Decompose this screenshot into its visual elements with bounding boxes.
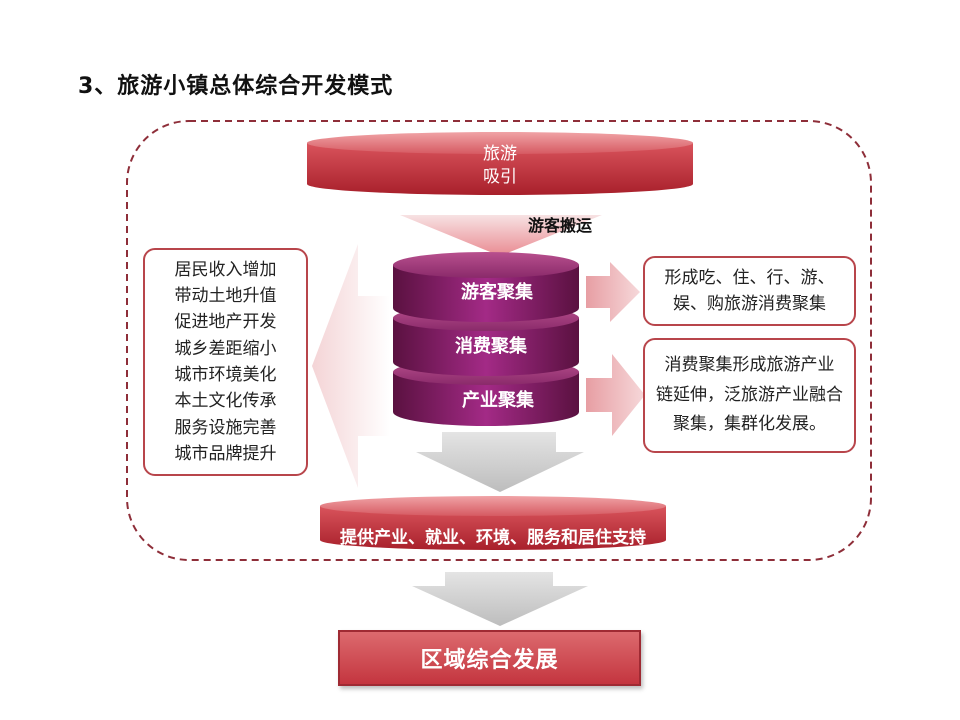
down-arrow-transport [400, 215, 602, 256]
right-arrow-top [586, 262, 640, 322]
benefit-line: 居民收入增加 [174, 259, 277, 280]
benefit-line: 促进地产开发 [174, 312, 277, 333]
left-arrow [312, 244, 390, 488]
benefit-line: 本土文化传承 [174, 391, 277, 412]
left-benefits-box: 居民收入增加 带动土地升值 促进地产开发 城乡差距缩小 城市环境美化 本土文化传… [143, 248, 308, 476]
benefit-line: 城市品牌提升 [174, 444, 277, 465]
attraction-cylinder: 旅游 吸引 [307, 132, 693, 195]
industry-line: 聚集，集群化发展。 [673, 414, 826, 435]
benefit-line: 服务设施完善 [174, 417, 277, 438]
benefit-line: 城市环境美化 [174, 365, 277, 385]
down-arrow-bottom [412, 572, 588, 626]
support-cylinder: 提供产业、就业、环境、服务和居住支持 [320, 496, 666, 550]
regional-development-box: 区域综合发展 [338, 630, 641, 686]
stack-layer-tourist: 游客聚集 [393, 252, 579, 322]
benefit-line: 带动土地升值 [174, 285, 277, 306]
dashed-frame [126, 120, 872, 561]
industry-line: 消费聚集形成旅游产业 [664, 354, 835, 375]
right-consumption-box: 形成吃、住、行、游、 娱、购旅游消费聚集 [643, 256, 856, 326]
transport-label: 游客搬运 [528, 216, 592, 235]
attraction-label-line2: 吸引 [483, 167, 517, 187]
right-arrow-bottom [586, 354, 645, 436]
right-industry-box: 消费聚集形成旅游产业 链延伸，泛旅游产业融合 聚集，集群化发展。 [643, 338, 856, 453]
stack-label-consumption: 消费聚集 [455, 335, 528, 357]
consumption-line: 娱、购旅游消费聚集 [673, 294, 826, 314]
benefit-line: 城乡差距缩小 [174, 338, 277, 359]
consumption-line: 形成吃、住、行、游、 [664, 267, 835, 288]
stack-label-industry: 产业聚集 [462, 389, 535, 411]
industry-line: 链延伸，泛旅游产业融合 [656, 384, 843, 405]
stack-label-tourist: 游客聚集 [461, 281, 534, 303]
support-label: 提供产业、就业、环境、服务和居住支持 [340, 527, 646, 548]
attraction-label-line1: 旅游 [483, 144, 517, 164]
down-arrow-stack [416, 432, 584, 492]
page-title: 3、旅游小镇总体综合开发模式 [78, 74, 394, 99]
